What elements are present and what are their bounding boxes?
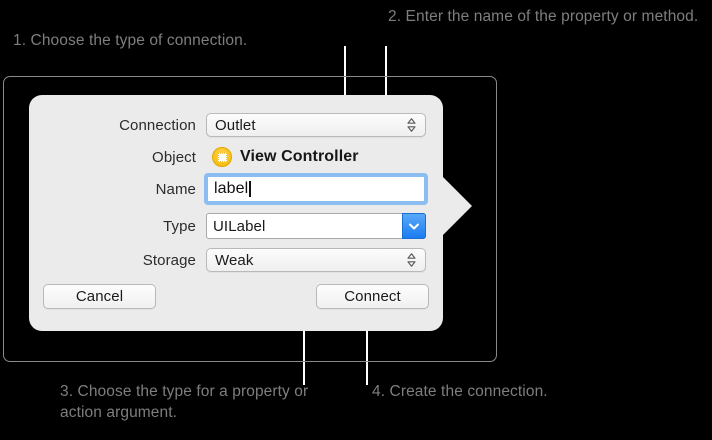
name-field-focus-ring: label (204, 173, 428, 205)
popover-arrow (442, 176, 472, 236)
connection-popup-value: Outlet (215, 116, 256, 134)
label-name: Name (155, 180, 196, 198)
stepper-updown-icon (406, 252, 417, 268)
field-area-connection: Outlet (206, 113, 443, 137)
stepper-updown-icon (406, 117, 417, 133)
cancel-button[interactable]: Cancel (43, 284, 156, 309)
label-type: Type (163, 217, 196, 235)
connect-button[interactable]: Connect (316, 284, 429, 309)
view-controller-icon (212, 147, 232, 167)
name-input[interactable]: label (208, 177, 424, 201)
row-type: Type UILabel (29, 213, 443, 239)
field-area-object: View Controller (206, 147, 443, 167)
callout-leader-line-4 (366, 320, 368, 385)
connection-popover: Connection Outlet Object View Controller (29, 95, 443, 331)
field-area-name: label (204, 173, 443, 205)
name-input-value: label (214, 180, 249, 197)
field-area-storage: Weak (206, 248, 443, 272)
row-connection: Connection Outlet (29, 112, 443, 138)
row-name: Name label (29, 173, 443, 205)
chevron-down-icon[interactable] (402, 213, 426, 239)
callout-caption-2: 2. Enter the name of the property or met… (388, 8, 699, 25)
callout-caption-1: 1. Choose the type of connection. (13, 32, 248, 49)
callout-leader-line-1 (344, 46, 346, 127)
text-caret (249, 181, 251, 197)
object-value: View Controller (240, 148, 359, 165)
storage-popup-button[interactable]: Weak (206, 248, 426, 272)
field-area-type: UILabel (206, 213, 443, 239)
row-object: Object View Controller (29, 144, 443, 170)
storage-popup-value: Weak (215, 251, 254, 269)
callout-caption-4: 4. Create the connection. (372, 383, 548, 400)
label-storage: Storage (142, 251, 196, 269)
type-combo-box[interactable]: UILabel (206, 213, 426, 239)
type-combo-value: UILabel (213, 217, 266, 235)
label-object: Object (152, 148, 196, 166)
connection-popup-button[interactable]: Outlet (206, 113, 426, 137)
label-connection: Connection (119, 116, 196, 134)
canvas-frame (3, 76, 497, 362)
row-storage: Storage Weak (29, 247, 443, 273)
callout-caption-3: 3. Choose the type for a property or act… (60, 383, 309, 421)
view-controller-icon-inner (217, 152, 227, 162)
